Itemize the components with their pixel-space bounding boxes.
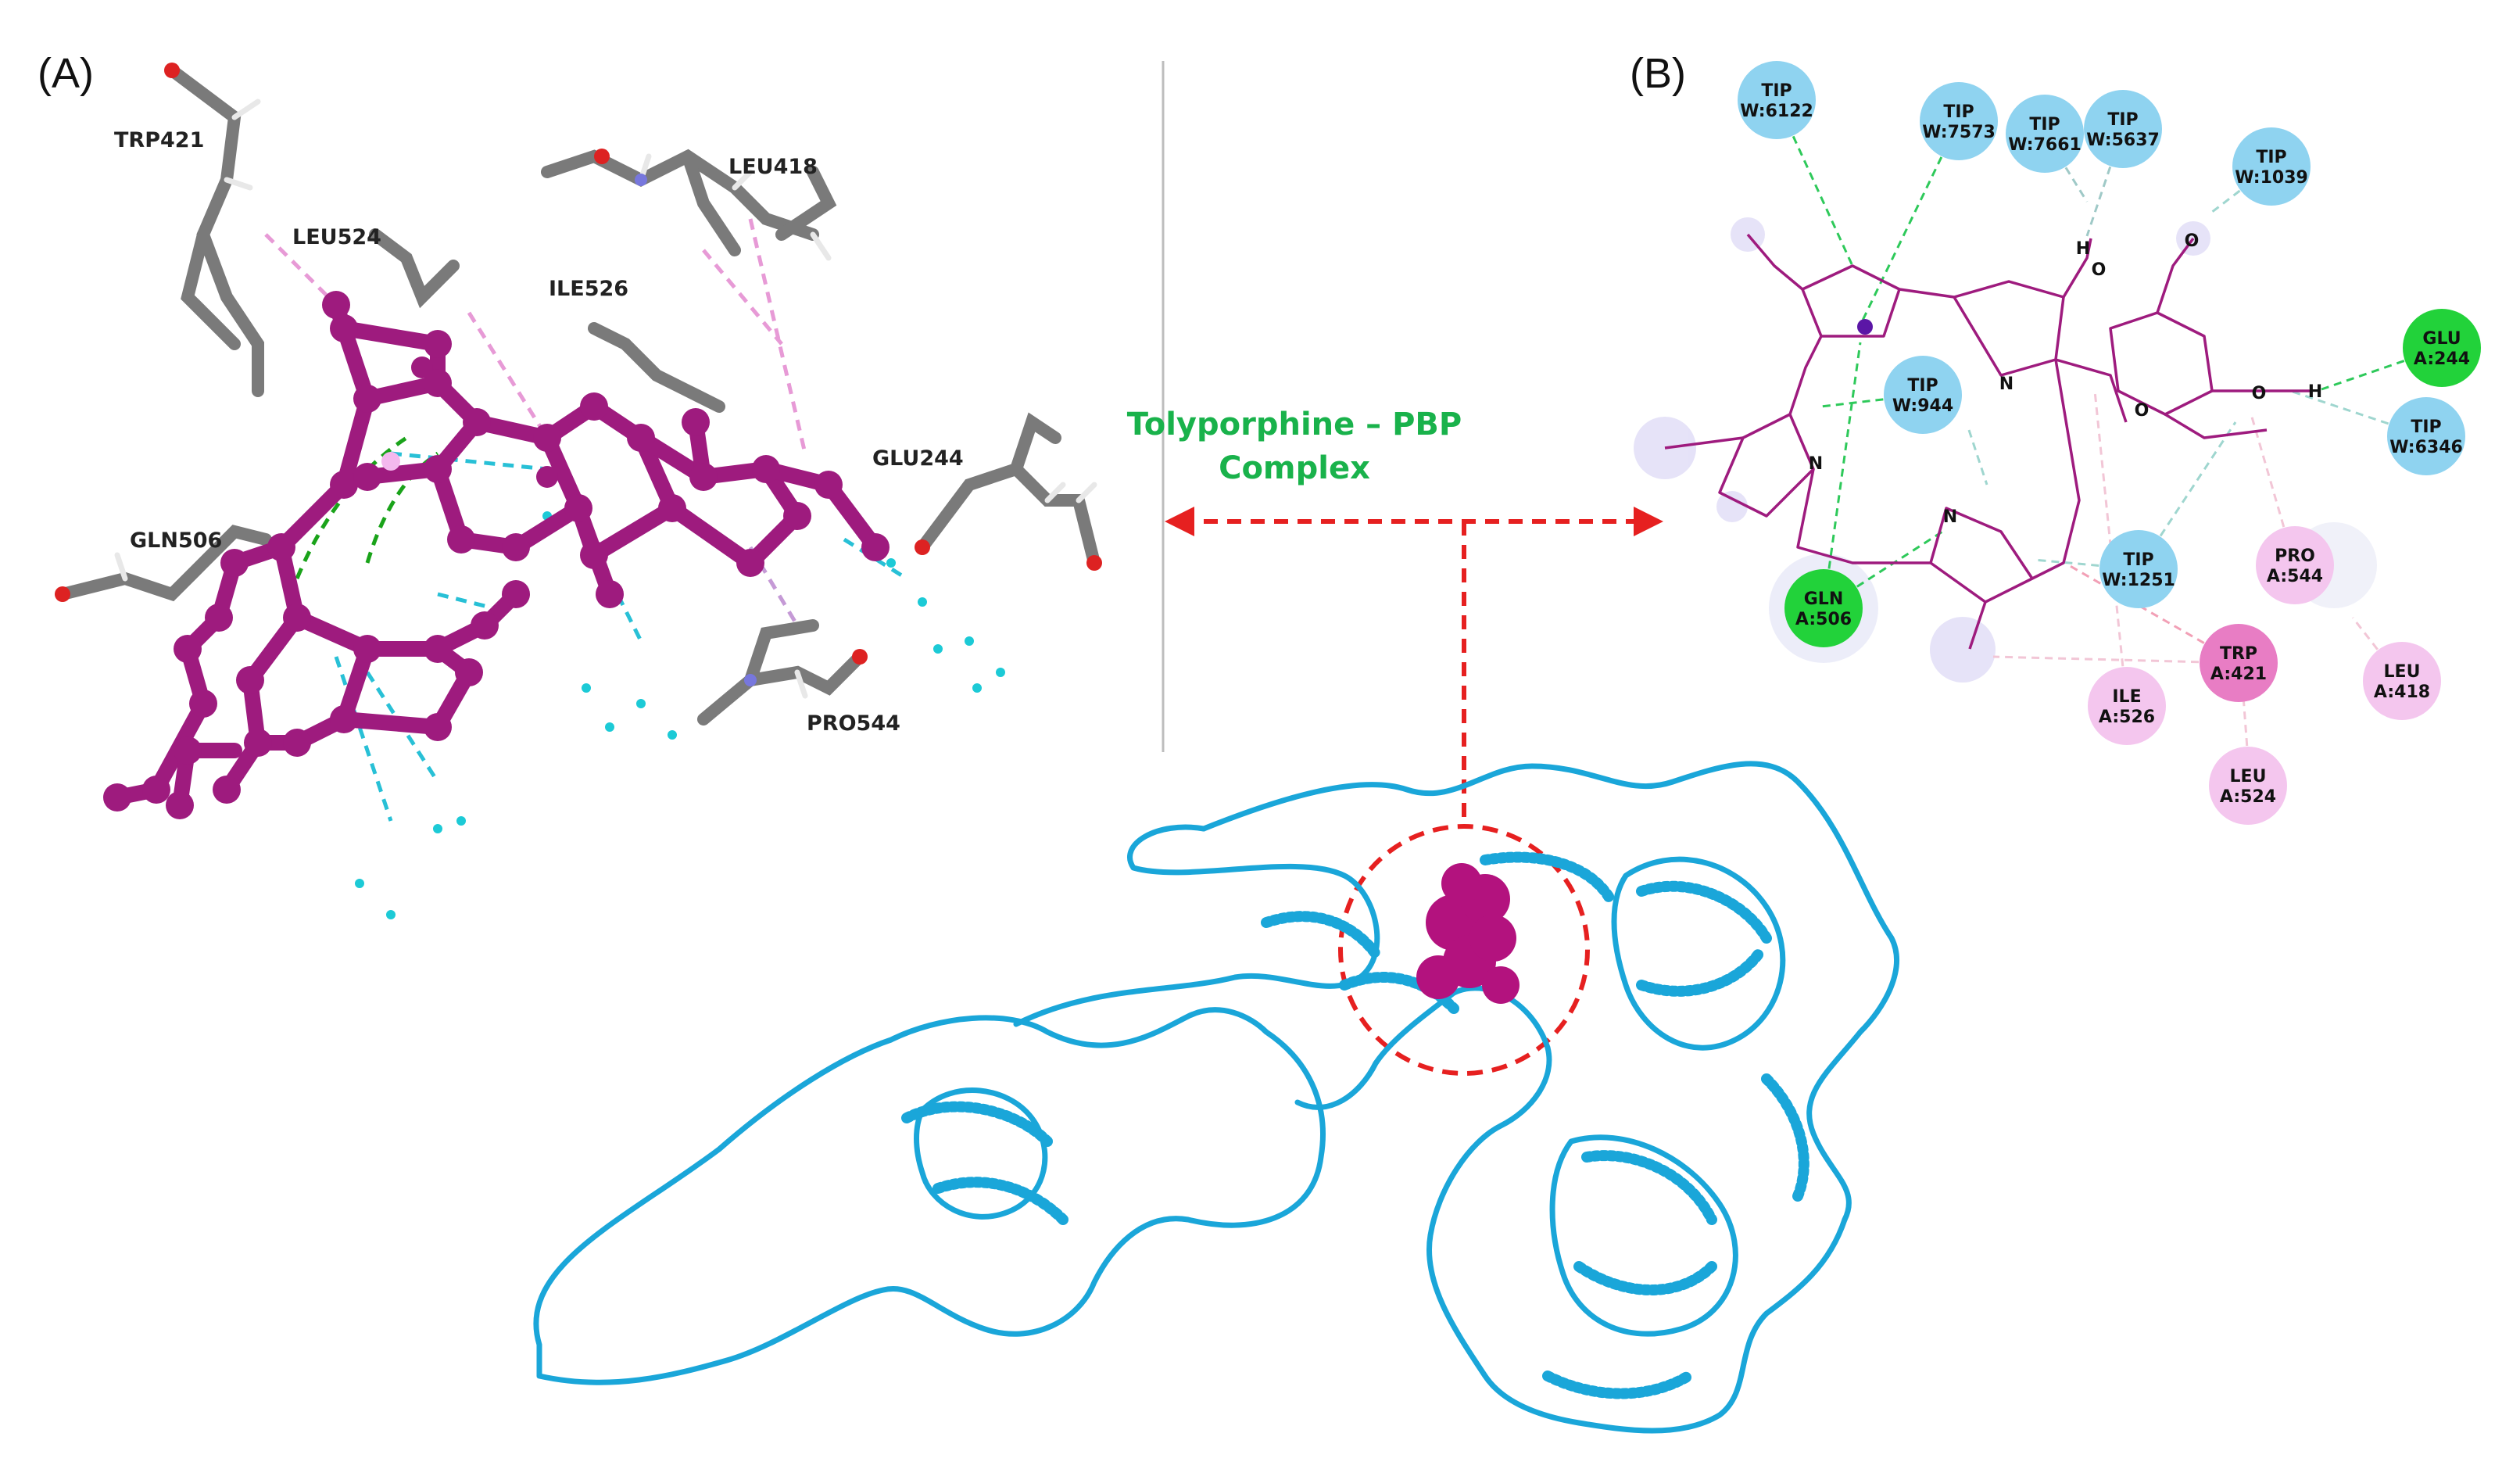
node-pro-544: PRO A:544 bbox=[2256, 526, 2334, 604]
atom-n-2: N bbox=[1809, 454, 1823, 474]
svg-text:TIP: TIP bbox=[2107, 110, 2138, 130]
atom-n-1: N bbox=[1999, 374, 2013, 394]
ligand-2d-skeleton bbox=[1664, 233, 2310, 650]
arrow-right-head bbox=[1634, 507, 1663, 536]
svg-text:TIP: TIP bbox=[2256, 148, 2286, 167]
svg-text:PRO: PRO bbox=[2275, 546, 2315, 566]
binding-site-circle bbox=[1338, 824, 1590, 1076]
svg-text:LEU: LEU bbox=[2230, 767, 2267, 786]
svg-text:GLN: GLN bbox=[1804, 589, 1844, 609]
node-leu-524: LEU A:524 bbox=[2209, 747, 2287, 825]
svg-text:A:544: A:544 bbox=[2267, 567, 2323, 586]
res-label-leu418: LEU418 bbox=[728, 155, 818, 179]
node-tip-5637: TIP W:5637 bbox=[2084, 90, 2162, 168]
svg-text:TIP: TIP bbox=[1907, 376, 1938, 396]
svg-text:W:1251: W:1251 bbox=[2102, 571, 2175, 590]
svg-text:A:418: A:418 bbox=[2374, 683, 2430, 702]
node-tip-944: TIP W:944 bbox=[1884, 356, 1962, 434]
complex-title-line2: Complex bbox=[1219, 450, 1370, 486]
svg-text:GLU: GLU bbox=[2422, 329, 2461, 349]
res-label-glu244: GLU244 bbox=[872, 446, 964, 471]
panel-b-2d-diagram: N N N H O O O O H TIP W:6122 TIP W:7573 … bbox=[1634, 61, 2481, 825]
svg-text:W:6346: W:6346 bbox=[2389, 438, 2463, 457]
node-ile-526: ILE A:526 bbox=[2088, 667, 2166, 745]
water-dots bbox=[355, 511, 1005, 919]
atom-o-3: O bbox=[2135, 401, 2150, 421]
double-arrow bbox=[1180, 519, 1645, 829]
node-leu-418: LEU A:418 bbox=[2363, 642, 2441, 720]
node-tip-6346: TIP W:6346 bbox=[2387, 397, 2465, 475]
node-gln-506: GLN A:506 bbox=[1784, 569, 1863, 647]
svg-text:TIP: TIP bbox=[1761, 81, 1792, 101]
svg-text:TIP: TIP bbox=[1943, 102, 1974, 122]
node-tip-7573: TIP W:7573 bbox=[1920, 82, 1998, 160]
res-label-leu524: LEU524 bbox=[292, 225, 381, 249]
node-tip-1251: TIP W:1251 bbox=[2099, 530, 2178, 608]
atom-h-1: H bbox=[2076, 239, 2090, 259]
complex-title-line1: Tolyporphine – PBP bbox=[1127, 407, 1462, 442]
node-tip-7661: TIP W:7661 bbox=[2006, 95, 2084, 173]
svg-text:TIP: TIP bbox=[2029, 115, 2060, 134]
svg-text:ILE: ILE bbox=[2112, 687, 2141, 707]
res-label-ile526: ILE526 bbox=[549, 277, 628, 301]
svg-text:W:7573: W:7573 bbox=[1922, 123, 1996, 142]
complex-annotation: Tolyporphine – PBP Complex bbox=[1127, 407, 1663, 1076]
svg-text:A:421: A:421 bbox=[2210, 665, 2267, 684]
atom-o-2: O bbox=[2185, 231, 2200, 251]
atom-o-4: O bbox=[2252, 384, 2267, 403]
protein-ribbon bbox=[533, 761, 1899, 1434]
svg-text:W:1039: W:1039 bbox=[2235, 168, 2308, 188]
svg-text:W:5637: W:5637 bbox=[2086, 131, 2160, 150]
ligand-atoms bbox=[103, 291, 890, 819]
atom-o-1: O bbox=[2092, 260, 2107, 280]
svg-text:TRP: TRP bbox=[2220, 644, 2257, 664]
svg-text:TIP: TIP bbox=[2123, 550, 2153, 570]
ligand-surface bbox=[1416, 863, 1520, 1004]
res-label-pro544: PRO544 bbox=[807, 711, 900, 736]
interaction-lines bbox=[264, 218, 908, 822]
svg-text:A:524: A:524 bbox=[2220, 787, 2276, 807]
panel-a-label: (A) bbox=[38, 50, 94, 97]
arrow-left-head bbox=[1165, 507, 1194, 536]
panel-a-3d-view: TRP421 LEU524 LEU418 ILE526 GLU244 GLN50… bbox=[55, 63, 1102, 919]
svg-text:W:6122: W:6122 bbox=[1740, 102, 1813, 121]
svg-text:W:944: W:944 bbox=[1892, 396, 1953, 416]
svg-text:LEU: LEU bbox=[2384, 662, 2421, 682]
svg-text:TIP: TIP bbox=[2411, 417, 2441, 437]
node-tip-1039: TIP W:1039 bbox=[2232, 127, 2311, 206]
svg-text:A:244: A:244 bbox=[2414, 349, 2470, 369]
svg-text:W:7661: W:7661 bbox=[2008, 135, 2082, 155]
hydrogen-sticks bbox=[114, 99, 1097, 699]
panel-b-label: (B) bbox=[1630, 50, 1686, 97]
svg-text:A:526: A:526 bbox=[2099, 708, 2155, 727]
svg-text:A:506: A:506 bbox=[1795, 610, 1852, 629]
node-glu-244: GLU A:244 bbox=[2403, 309, 2481, 387]
atom-h-2: H bbox=[2308, 382, 2322, 402]
atom-n-3: N bbox=[1943, 507, 1957, 527]
res-label-trp421: TRP421 bbox=[114, 128, 204, 152]
res-label-gln506: GLN506 bbox=[130, 528, 222, 553]
node-trp-421: TRP A:421 bbox=[2200, 624, 2278, 702]
node-tip-6122: TIP W:6122 bbox=[1738, 61, 1816, 139]
